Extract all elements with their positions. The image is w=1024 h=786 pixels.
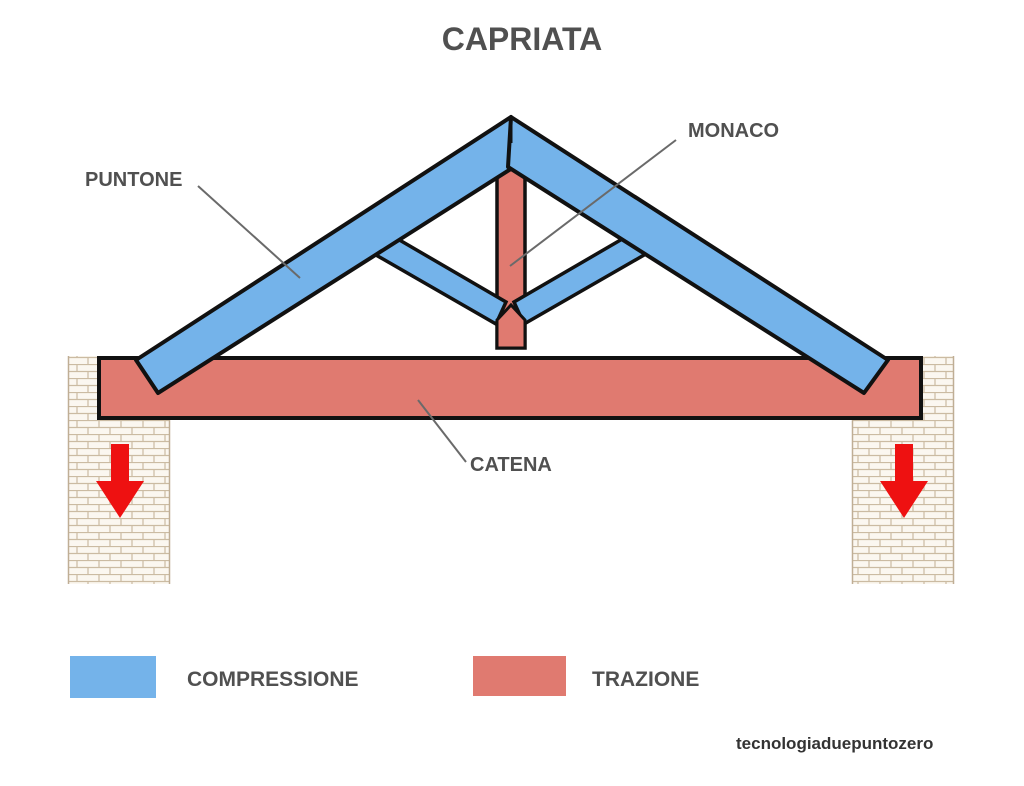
- puntone-leader: [197, 185, 301, 279]
- legend-compression-swatch: [70, 656, 156, 698]
- legend-tension-label: TRAZIONE: [592, 668, 699, 691]
- legend-compression-label: COMPRESSIONE: [187, 668, 359, 691]
- label-catena: CATENA: [470, 454, 552, 476]
- left-rafter-puntone: [134, 115, 516, 395]
- right-rafter-puntone: [506, 115, 890, 395]
- diagram-title: CAPRIATA: [442, 21, 603, 57]
- left-load-arrow-icon: [96, 444, 144, 518]
- right-load-arrow-icon: [880, 444, 928, 518]
- monaco-leader: [509, 139, 677, 267]
- strut-joint: [495, 302, 527, 350]
- label-puntone: PUNTONE: [85, 169, 182, 191]
- label-monaco: MONACO: [688, 120, 779, 142]
- site-credit: tecnologiaduepuntozero: [736, 734, 934, 753]
- tie-beam-catena: [97, 356, 923, 420]
- legend-tension-swatch: [473, 656, 566, 696]
- catena-leader: [417, 399, 467, 463]
